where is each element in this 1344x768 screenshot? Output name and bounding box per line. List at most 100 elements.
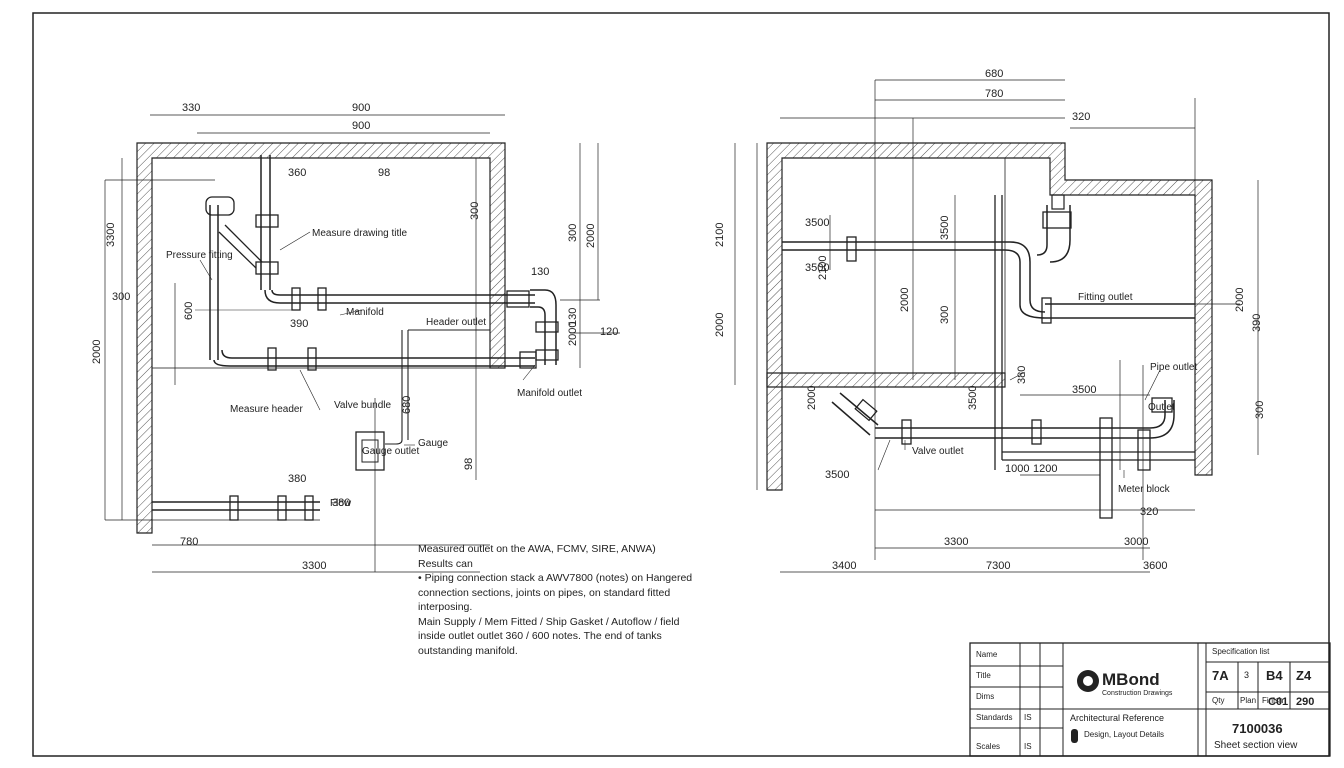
dim-text: 3300 [944,536,968,548]
note-line: Main Supply / Mem Fitted / Ship Gasket /… [418,615,680,628]
note-line: outstanding manifold. [418,644,518,657]
dim-text: 680 [985,68,1003,80]
dim-text: 300 [1254,401,1266,419]
company-logo-icon [1071,670,1099,743]
dim-text: 3300 [105,223,117,247]
dim-text: 330 [182,102,200,114]
dim-text: 3000 [1124,536,1148,548]
tb-value-standards: IS [1024,713,1032,722]
dim-text: 390 [290,318,308,330]
callout-label: Outlet [1148,402,1175,413]
company-tagline: Construction Drawings [1102,690,1173,697]
note-line: interposing. [418,601,473,613]
dim-text: 600 [183,302,195,320]
spec-cell: 7A [1212,668,1229,683]
dim-text: 3500 [967,386,979,410]
dim-text: 3600 [1143,560,1167,572]
spec-cell: C01 [1268,696,1289,708]
note-line: inside outlet outlet 360 / 600 notes. Th… [418,630,662,642]
dim-text: 780 [985,88,1003,100]
callout-label: Valve bundle [334,400,392,411]
dim-text: 7300 [986,560,1010,572]
company-name: MBond [1102,670,1160,689]
dim-text: 2000 [806,386,818,410]
tb-label-dims: Dims [976,692,995,701]
tb-label-scales: Scales [976,742,1001,751]
dim-text: 2000 [1234,288,1246,312]
spec-header: Specification list [1212,647,1270,656]
dim-text: 300 [469,202,481,220]
dim-text: 2100 [714,223,726,247]
dim-text: 3500 [825,469,849,481]
dim-text: 3500 [939,216,951,240]
spec-cell: 3 [1244,670,1250,680]
dim-text: 1200 [1033,463,1057,475]
left-plan-view [104,114,620,573]
callout-label: Gauge [418,438,448,449]
left-wall-hatch [136,142,506,534]
note-line: connection sections, joints on pipes, on… [418,586,671,599]
dim-text: 300 [567,224,579,242]
spec-cell: Finish [1262,696,1284,705]
dim-text: 3400 [832,560,856,572]
dim-text: 98 [463,458,475,470]
dim-text: 780 [180,536,198,548]
callout-label: Gauge outlet [362,446,419,457]
callout-label: Pressure fitting [166,250,233,261]
drawing-subtitle: Sheet section view [1214,740,1298,751]
dim-text: 2100 [817,256,829,280]
dim-text: 130 [531,266,549,278]
callout-label: Pipe outlet [1150,362,1197,373]
dim-text: 120 [600,326,618,338]
dim-text: 360 [288,167,306,179]
dim-text: 98 [378,167,390,179]
dim-text: 390 [1251,314,1263,332]
tb-label-name: Name [976,650,998,659]
dim-text: 2000 [714,313,726,337]
spec-cell: B4 [1266,668,1283,683]
dim-text: 2000 [91,340,103,364]
dim-text: 380 [1016,366,1028,384]
tb-value-scales: IS [1024,742,1032,751]
callout-label: Valve outlet [912,446,964,457]
tb-label-title: Title [976,671,991,680]
note-line: Measured outlet on the AWA, FCMV, SIRE, … [418,543,656,555]
right-dimension-texts: 680 780 320 2100 2000 3500 3500 2100 350… [714,68,1266,572]
callout-label: Meter block [1118,484,1171,495]
dim-text: 900 [352,120,370,132]
note-line: • Piping connection stack a AWV7800 (not… [418,572,693,584]
dim-text: 380 [288,473,306,485]
spec-cell: Qty [1212,696,1225,705]
dim-text: 320 [1072,111,1090,123]
left-dimension-texts: 330 900 900 360 98 300 300 2000 130 130 … [91,102,618,572]
right-callout-texts: Fitting outlet Pipe outlet Valve outlet … [912,292,1197,495]
callout-label: Manifold [346,307,384,318]
dim-text: 300 [939,306,951,324]
company-sub: Design, Layout Details [1084,730,1165,739]
dim-text: 1000 [1005,463,1029,475]
sheet-border [32,12,1330,757]
company-line: Architectural Reference [1070,713,1165,723]
dim-text: 130 [567,308,579,326]
dim-text: 3500 [805,262,829,274]
callout-label: Measure header [230,404,303,415]
dim-text: 3300 [302,560,326,572]
note-line: Results can [418,557,473,570]
title-block-frame [969,642,1331,757]
dim-text: 3500 [805,217,829,229]
callout-label: Measure drawing title [312,228,407,239]
left-callout-texts: Pressure fitting Measure drawing title M… [166,228,582,509]
right-plan-view [734,79,1259,573]
spec-cell: Plan [1240,696,1257,705]
dim-text: 680 [401,396,413,414]
spec-cell: 290 [1296,696,1315,708]
tb-label-standards: Standards [976,713,1013,722]
general-notes: Measured outlet on the AWA, FCMV, SIRE, … [418,542,738,658]
dim-text: 2000 [567,322,579,346]
dim-text: 320 [1140,506,1158,518]
dim-text: 900 [352,102,370,114]
callout-label: Fitting outlet [1078,292,1133,303]
dim-text: 300 [112,291,130,303]
spec-cell: Z4 [1296,668,1312,683]
